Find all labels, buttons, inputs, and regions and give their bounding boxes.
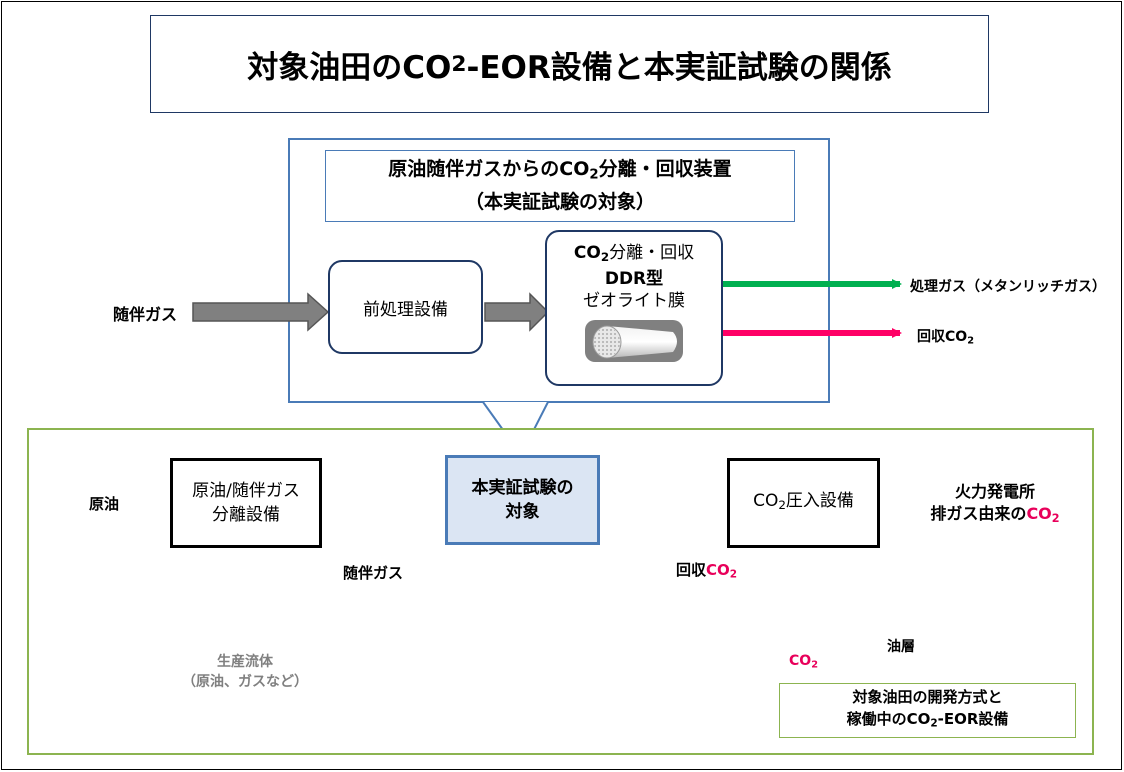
ddr-membrane-box: CO2分離・回収 DDR型 ゼオライト膜 [545, 230, 723, 386]
recovered-co2-label: 回収CO2 [917, 329, 975, 347]
separator-box: 原油/随伴ガス 分離設備 [170, 458, 322, 548]
input-assoc-gas-label: 随伴ガス [113, 305, 178, 324]
crude-oil-label: 原油 [89, 495, 120, 513]
oilfield-caption-box: 対象油田の開発方式と 稼働中のCO2-EOR設備 [779, 683, 1076, 738]
reservoir-label: 油層 [887, 639, 915, 655]
test-target-box: 本実証試験の 対象 [445, 455, 600, 545]
processed-gas-label: 処理ガス（メタンリッチガス） [910, 279, 1106, 295]
zeolite-membrane-image [585, 319, 683, 362]
co2-injected-label: CO2 [789, 653, 819, 671]
input-block-arrow [192, 292, 330, 332]
transfer-block-arrow [484, 292, 550, 332]
co2-injection-box: CO2圧入設備 [727, 458, 880, 548]
separation-unit-title: 原油随伴ガスからのCO2分離・回収装置 （本実証試験の対象） [325, 150, 795, 222]
power-plant-label: 火力発電所 排ガス由来のCO2 [930, 482, 1060, 525]
pretreatment-box: 前処理設備 [328, 260, 483, 354]
recovered-co2-bottom-label: 回収CO2 [676, 561, 738, 581]
production-fluid-label: 生産流体 （原油、ガスなど） [182, 654, 308, 690]
assoc-gas-label: 随伴ガス [343, 564, 404, 582]
